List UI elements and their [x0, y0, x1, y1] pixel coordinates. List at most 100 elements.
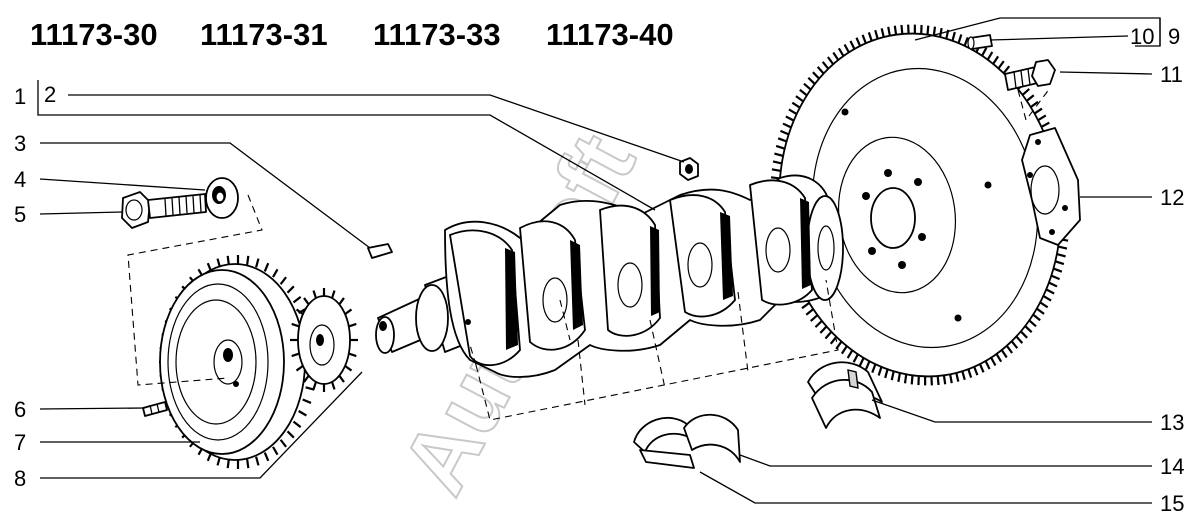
- gear-tooth: [803, 82, 812, 91]
- callout-7: 7: [14, 430, 26, 455]
- gear-tooth: [303, 297, 310, 306]
- gear-tooth: [1054, 260, 1065, 266]
- gear-tooth: [1010, 340, 1019, 349]
- pulley-icon: [159, 255, 317, 469]
- gear-tooth: [1056, 252, 1066, 258]
- gear-tooth: [795, 95, 804, 103]
- gear-tooth: [338, 297, 345, 306]
- gear-tooth: [837, 47, 845, 57]
- gear-tooth: [973, 366, 979, 376]
- gear-tooth: [840, 345, 848, 355]
- gear-tooth: [871, 363, 877, 374]
- gear-tooth: [772, 160, 783, 165]
- gear-tooth: [799, 88, 808, 97]
- gear-tooth: [1039, 301, 1049, 309]
- bearing-shell-icon-lower: [633, 413, 741, 469]
- gear-tooth: [824, 331, 833, 340]
- washer-icon: [205, 177, 239, 219]
- gear-tooth: [286, 430, 295, 439]
- gear-tooth: [279, 439, 287, 448]
- gear-tooth: [995, 353, 1003, 363]
- gear-tooth: [1042, 295, 1052, 302]
- callout-6: 6: [14, 397, 26, 422]
- gear-tooth: [295, 364, 304, 372]
- gear-tooth: [779, 129, 790, 136]
- gear-tooth: [1040, 121, 1050, 128]
- gear-tooth: [775, 144, 786, 150]
- gear-tooth: [835, 340, 843, 350]
- gear-tooth: [791, 101, 801, 109]
- gear-tooth: [805, 308, 814, 316]
- callout-15: 15: [1160, 491, 1184, 516]
- gear-tooth: [978, 363, 985, 373]
- gear-tooth: [348, 322, 357, 328]
- gear-tooth: [330, 381, 336, 390]
- bolt-icon: [121, 191, 207, 229]
- gear-tooth: [858, 357, 865, 367]
- gear-tooth: [942, 375, 947, 385]
- gear-tooth: [1032, 313, 1041, 322]
- gear-tooth: [986, 51, 994, 61]
- gear-tooth: [887, 26, 891, 36]
- gear-tooth: [302, 398, 312, 404]
- gear-tooth: [1020, 330, 1028, 339]
- gear-tooth: [812, 71, 820, 80]
- gear-tooth: [801, 301, 810, 310]
- gear-tooth: [1037, 114, 1047, 122]
- gear-tooth: [272, 268, 279, 278]
- nut-icon: [679, 157, 699, 181]
- gear-tooth: [1015, 335, 1024, 344]
- gear-tooth: [855, 37, 862, 47]
- dowel-icon: [967, 34, 993, 50]
- model-code-3: 11173-33: [373, 17, 501, 52]
- gear-tooth: [1000, 349, 1008, 359]
- gear-tooth: [348, 352, 357, 358]
- gear-tooth: [226, 255, 230, 265]
- gear-tooth: [292, 295, 302, 304]
- plate-icon: [1021, 127, 1081, 246]
- gear-tooth: [303, 374, 310, 383]
- gear-tooth: [967, 368, 973, 379]
- gear-tooth: [951, 31, 956, 42]
- gear-tooth: [344, 308, 353, 316]
- gear-tooth: [816, 66, 825, 75]
- assembly-line-bolt: [127, 194, 263, 386]
- crankshaft-icon: [375, 174, 844, 378]
- gear-tooth: [893, 25, 898, 35]
- gear-tooth: [961, 370, 966, 381]
- gear-tooth: [963, 36, 969, 47]
- gear-tooth: [846, 349, 854, 359]
- gear-tooth: [344, 364, 353, 372]
- callout-14: 14: [1160, 454, 1184, 479]
- gear-tooth: [832, 51, 840, 61]
- gear-tooth: [1026, 94, 1035, 102]
- callout-5: 5: [14, 202, 26, 227]
- gear-tooth: [949, 374, 953, 384]
- gear-tooth: [771, 168, 781, 172]
- gear-tooth: [852, 353, 859, 363]
- model-code-2: 11173-31: [200, 17, 328, 52]
- gear-tooth: [298, 410, 307, 417]
- model-code-1: 11173-30: [30, 17, 158, 52]
- gear-tooth: [246, 459, 250, 469]
- gear-tooth: [884, 368, 889, 379]
- leader-lines: [37, 17, 1161, 504]
- gear-tooth: [255, 456, 260, 466]
- model-code-4: 11173-40: [546, 17, 674, 52]
- gear-tooth: [990, 357, 997, 367]
- gear-tooth: [897, 372, 902, 383]
- callout-8: 8: [14, 466, 26, 491]
- gear-tooth: [1005, 345, 1013, 354]
- gear-tooth: [819, 325, 828, 334]
- gear-tooth: [861, 34, 867, 44]
- gear-tooth: [774, 152, 784, 158]
- callout-10: 10: [1130, 24, 1154, 49]
- gear-tooth: [955, 372, 960, 382]
- gear-tooth: [305, 386, 315, 391]
- gear-tooth: [1033, 107, 1043, 115]
- gear-tooth: [1048, 281, 1058, 288]
- gear-tooth: [849, 40, 856, 50]
- gear-tooth: [291, 352, 300, 358]
- gear-tooth: [312, 290, 318, 299]
